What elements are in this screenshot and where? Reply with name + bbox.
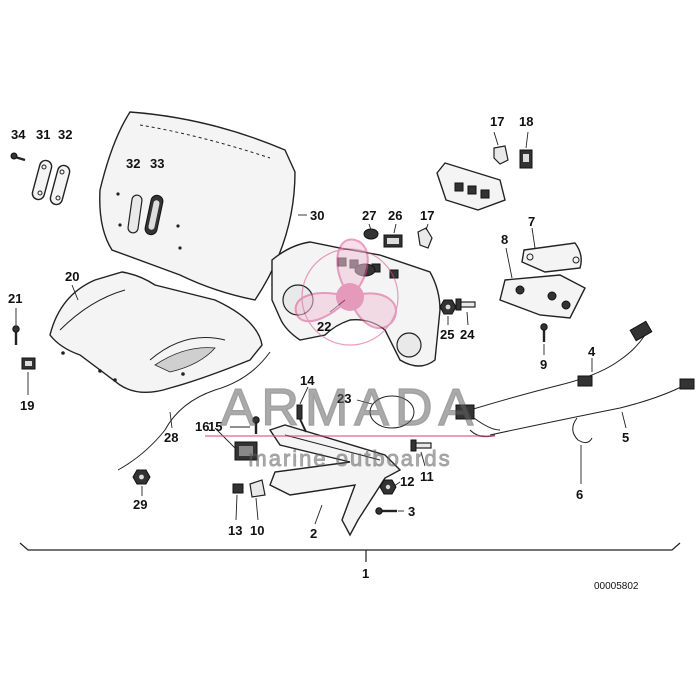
part-screw-34 — [10, 152, 26, 162]
callout-2: 2 — [310, 526, 317, 541]
callout-5: 5 — [622, 430, 629, 445]
part-fairing-20 — [49, 271, 263, 393]
part-wiring-4 — [455, 320, 653, 431]
watermark-tagline: marine outboards — [248, 446, 451, 471]
callout-20: 20 — [65, 269, 79, 284]
part-bracket-8 — [499, 274, 586, 319]
callout-17b: 17 — [420, 208, 434, 223]
part-switch-housing — [436, 162, 506, 211]
part-switch-27 — [363, 228, 379, 240]
callout-10: 10 — [250, 523, 264, 538]
callout-15: 15 — [208, 419, 222, 434]
part-clip-17-upper — [493, 145, 509, 165]
callout-29: 29 — [133, 497, 147, 512]
part-screw-3 — [375, 507, 397, 515]
part-bolt-11 — [410, 439, 432, 452]
part-clip-10 — [249, 479, 266, 498]
callout-24: 24 — [460, 327, 475, 342]
part-circlip-6 — [572, 417, 593, 444]
callout-14: 14 — [300, 373, 315, 388]
callout-31: 31 — [36, 127, 50, 142]
part-bolt-14 — [296, 404, 307, 433]
part-ring-23 — [369, 395, 415, 429]
part-bracket-2 — [268, 424, 402, 537]
part-bracket-32 — [127, 194, 143, 234]
callout-19: 19 — [20, 398, 34, 413]
part-nut-29 — [132, 469, 151, 485]
part-windshield-30 — [99, 111, 296, 301]
callout-22: 22 — [317, 319, 331, 334]
watermark-logo: ARMADA marine outboards — [205, 238, 495, 471]
part-clip-17-lower — [417, 227, 433, 249]
part-cable-28 — [117, 351, 271, 471]
callout-26: 26 — [388, 208, 402, 223]
callout-21: 21 — [8, 291, 22, 306]
part-cable-5 — [469, 378, 695, 438]
callout-1: 1 — [362, 566, 369, 581]
callout-11: 11 — [420, 469, 434, 484]
callout-13: 13 — [228, 523, 242, 538]
assembly-bracket-1 — [19, 542, 681, 562]
callout-30: 30 — [310, 208, 324, 223]
part-bracket-33 — [144, 194, 164, 236]
callout-28: 28 — [164, 430, 178, 445]
part-clip-18 — [519, 149, 533, 169]
callout-27: 27 — [362, 208, 376, 223]
callout-6: 6 — [576, 487, 583, 502]
callout-32b: 32 — [126, 156, 140, 171]
callout-16-visible: 16 — [195, 419, 209, 434]
part-screw-21 — [12, 325, 20, 345]
part-washer-25 — [439, 299, 457, 315]
part-bracket-32-small — [49, 164, 71, 206]
callout-labels: 34 31 32 32 33 30 20 21 19 17 18 27 26 1… — [8, 114, 629, 581]
part-bracket-31 — [31, 159, 53, 201]
part-nut-12 — [379, 479, 397, 495]
callout-8: 8 — [501, 232, 508, 247]
callout-12: 12 — [400, 474, 414, 489]
part-clip-19 — [21, 357, 36, 370]
callout-32: 32 — [58, 127, 72, 142]
callout-3: 3 — [408, 504, 415, 519]
callout-25: 25 — [440, 327, 454, 342]
callout-7: 7 — [528, 214, 535, 229]
part-screw-15 — [252, 416, 260, 434]
propeller-icon — [294, 238, 399, 346]
callout-23: 23 — [337, 391, 351, 406]
part-bracket-7 — [521, 242, 582, 273]
drawing-code: 00005802 — [594, 581, 639, 592]
part-switch-26 — [383, 234, 403, 248]
part-screw-9 — [540, 323, 548, 342]
part-clip-13 — [232, 483, 244, 494]
part-bolt-24 — [455, 298, 476, 311]
part-relay-16 — [234, 441, 258, 461]
watermark-brand: ARMADA — [221, 379, 479, 437]
callout-33: 33 — [150, 156, 164, 171]
callout-34: 34 — [11, 127, 26, 142]
callout-18: 18 — [519, 114, 533, 129]
callout-9: 9 — [540, 357, 547, 372]
callout-4: 4 — [588, 344, 596, 359]
callout-17: 17 — [490, 114, 504, 129]
